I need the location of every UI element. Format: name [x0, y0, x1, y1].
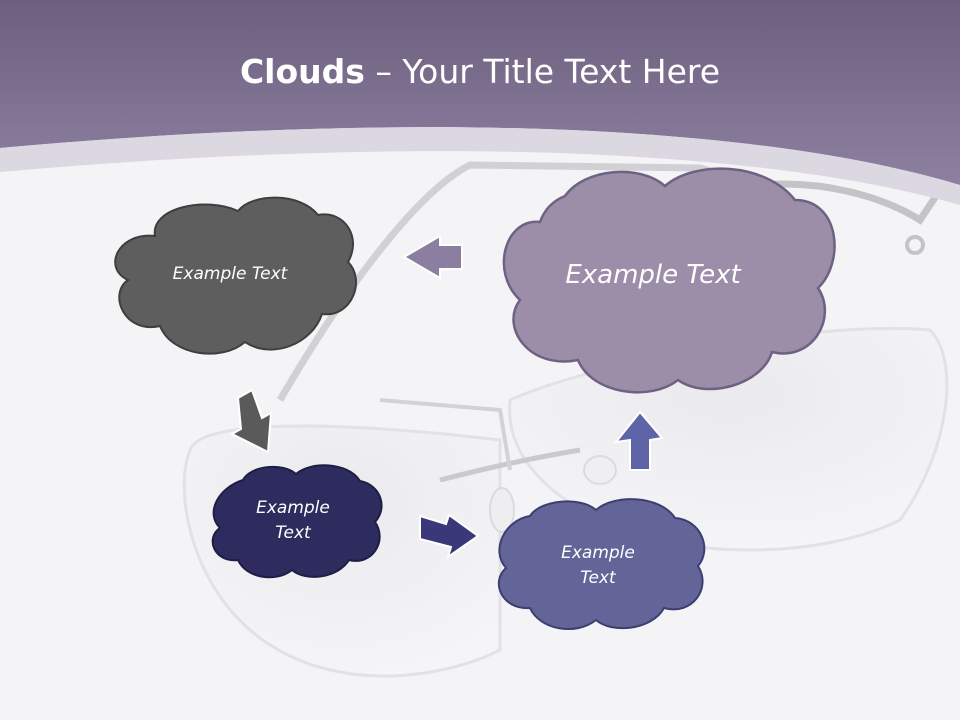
header-band — [0, 0, 960, 185]
cloud-gray-text: Example Text — [172, 264, 288, 285]
title-dash: – — [364, 52, 403, 91]
cloud-navy — [211, 464, 383, 579]
arrow-up — [613, 410, 664, 471]
cloud-navy-line1: Example — [256, 497, 330, 518]
cloud-purple-large-text: Example Text — [565, 259, 741, 290]
cloud-blue-text: Example Text — [532, 534, 664, 598]
cloud-navy-text: Example Text — [228, 488, 358, 554]
cloud-blue — [497, 498, 706, 631]
arrow-down — [229, 388, 273, 454]
title-bold: Clouds — [239, 52, 365, 91]
arrow-right — [419, 513, 480, 560]
cloud-purple-large — [502, 167, 836, 394]
arrow-left — [402, 234, 463, 280]
cloud-blue-line1: Example — [561, 542, 635, 563]
cloud-gray — [114, 196, 357, 355]
title-rest: Your Title Text Here — [402, 52, 721, 91]
header-swoosh — [0, 127, 960, 205]
cloud-blue-line2: Text — [580, 568, 616, 588]
cloud-navy-line2: Text — [275, 523, 311, 543]
slide-title: Clouds – Your Title Text Here — [0, 52, 960, 91]
